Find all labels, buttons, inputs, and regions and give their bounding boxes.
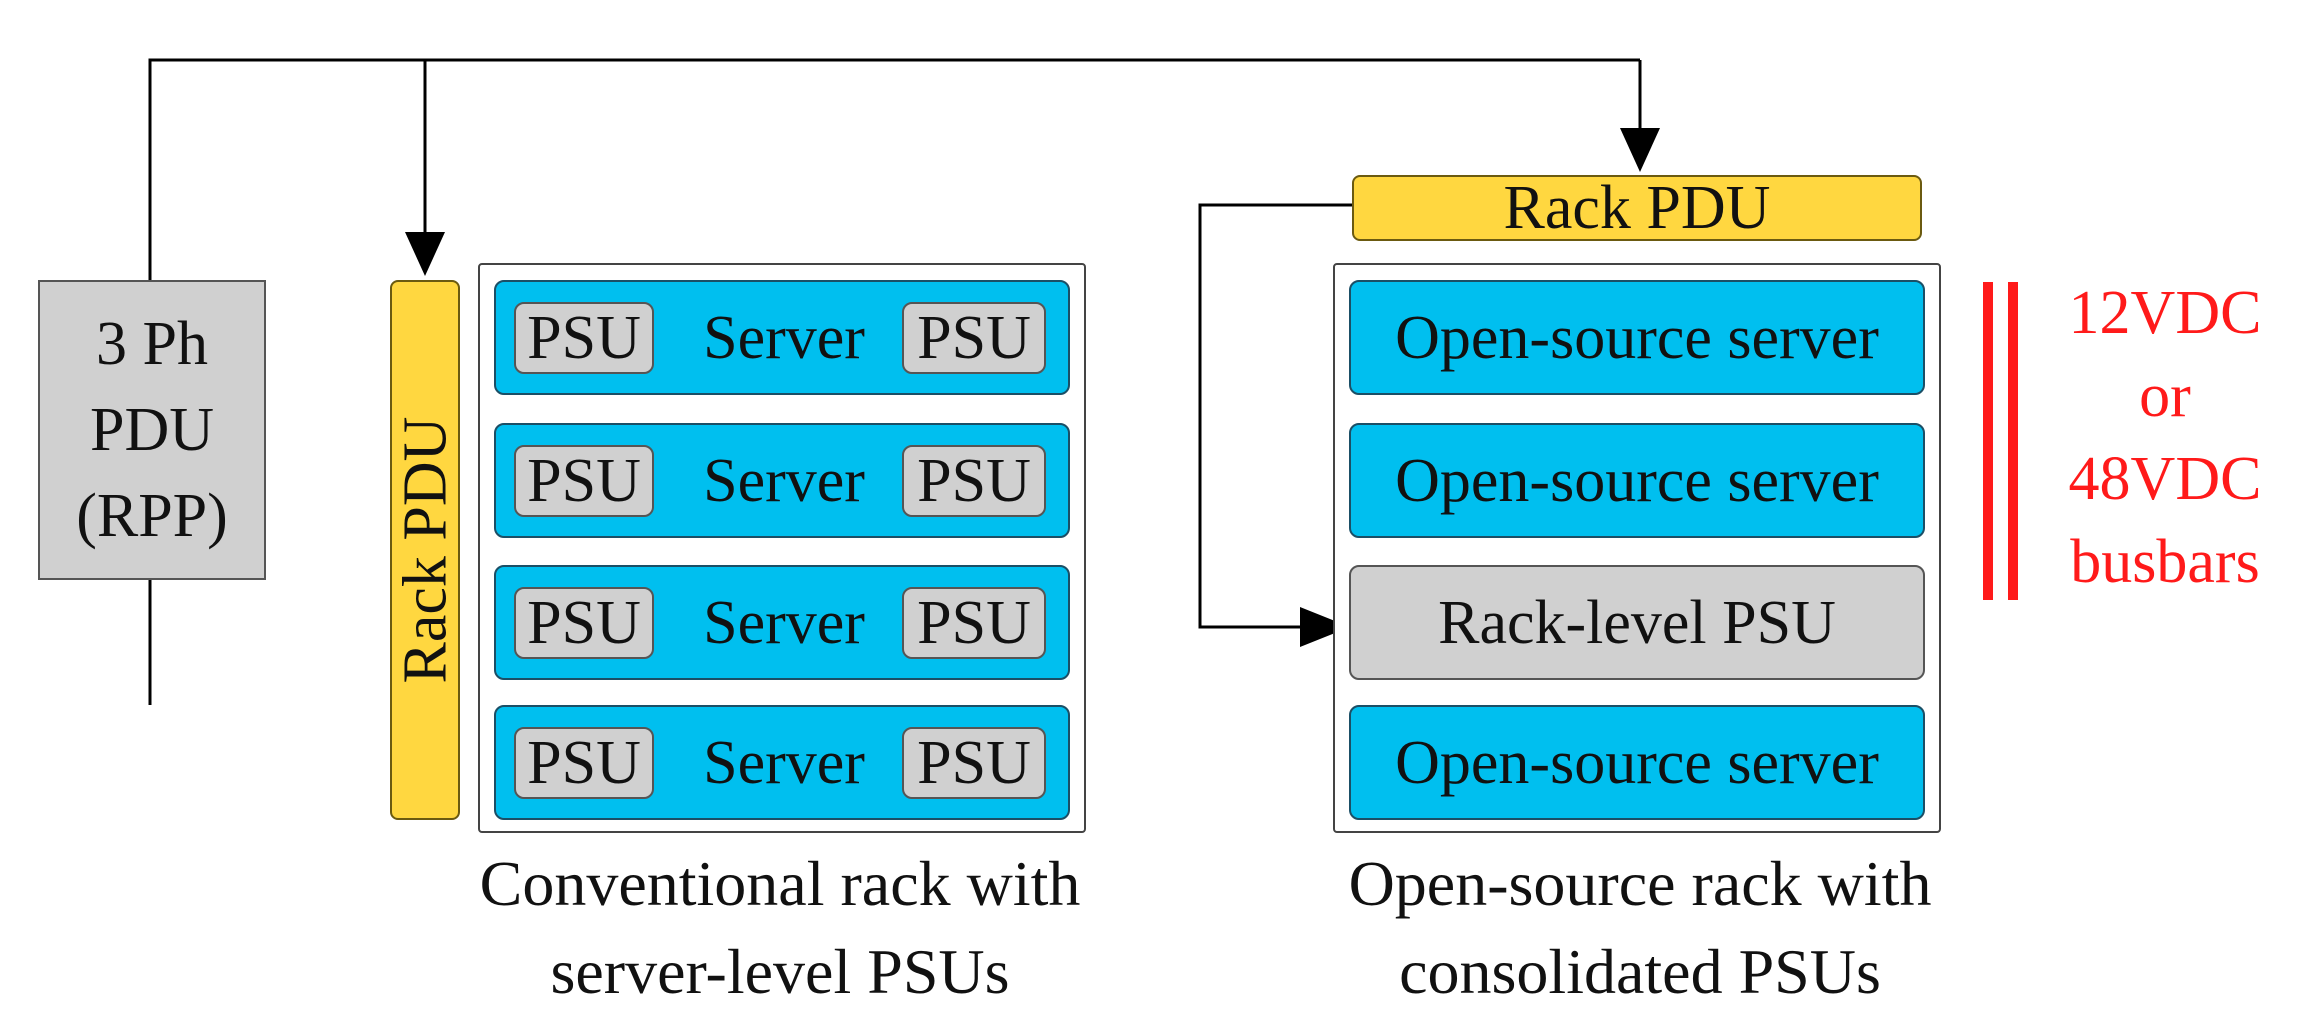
open-source-caption-line1: Open-source rack with (1348, 848, 1932, 919)
server-psu-right: PSU (902, 587, 1046, 659)
open-source-server-label: Open-source server (1395, 446, 1879, 515)
conventional-server-3: PSU Server PSU (494, 565, 1070, 680)
conventional-server-4: PSU Server PSU (494, 705, 1070, 820)
open-rack-pdu: Rack PDU (1352, 175, 1922, 241)
open-source-server-1: Open-source server (1349, 280, 1925, 395)
rack-level-psu: Rack-level PSU (1349, 565, 1925, 680)
busbar-note-line3: 48VDC (2068, 445, 2262, 513)
open-source-server-label: Open-source server (1395, 728, 1879, 797)
open-rack-pdu-label: Rack PDU (1503, 174, 1771, 242)
conventional-rack-pdu: Rack PDU (390, 280, 460, 820)
rack-level-psu-label: Rack-level PSU (1438, 588, 1836, 657)
open-source-rack-caption: Open-source rack with consolidated PSUs (1260, 840, 2020, 1016)
open-source-server-2: Open-source server (1349, 423, 1925, 538)
server-label: Server (703, 304, 865, 372)
conventional-server-1: PSU Server PSU (494, 280, 1070, 395)
server-psu-right: PSU (902, 727, 1046, 799)
conventional-caption-line1: Conventional rack with (479, 848, 1081, 919)
arrow-to-rack-level-psu (1300, 607, 1350, 647)
arrow-to-open-rack-pdu (1620, 128, 1660, 172)
three-phase-pdu-line3: (RPP) (76, 482, 228, 550)
busbar-note-line4: busbars (2070, 528, 2260, 596)
feed-line-top (148, 58, 1642, 705)
server-label: Server (703, 589, 865, 657)
busbar-legend-lines (1983, 282, 2018, 600)
server-psu-right: PSU (902, 445, 1046, 517)
conventional-caption-line2: server-level PSUs (550, 936, 1010, 1007)
conventional-rack-caption: Conventional rack with server-level PSUs (400, 840, 1160, 1016)
open-source-server-4: Open-source server (1349, 705, 1925, 820)
open-source-caption-line2: consolidated PSUs (1399, 936, 1881, 1007)
open-source-server-label: Open-source server (1395, 303, 1879, 372)
conventional-server-2: PSU Server PSU (494, 423, 1070, 538)
server-psu-left: PSU (514, 302, 654, 374)
busbar-note-line1: 12VDC (2068, 279, 2262, 347)
three-phase-pdu-box: 3 Ph PDU (RPP) (38, 280, 266, 580)
server-psu-right: PSU (902, 302, 1046, 374)
conventional-rack-pdu-label: Rack PDU (391, 416, 460, 684)
server-psu-left: PSU (514, 445, 654, 517)
busbar-note-line2: or (2139, 362, 2191, 430)
server-psu-left: PSU (514, 727, 654, 799)
busbar-note: 12VDC or 48VDC busbars (2040, 272, 2290, 604)
server-label: Server (703, 447, 865, 515)
three-phase-pdu-line2: PDU (89, 396, 215, 464)
arrow-to-conventional-pdu (405, 232, 445, 276)
three-phase-pdu-line1: 3 Ph (96, 310, 208, 378)
server-psu-left: PSU (514, 587, 654, 659)
server-label: Server (703, 729, 865, 797)
